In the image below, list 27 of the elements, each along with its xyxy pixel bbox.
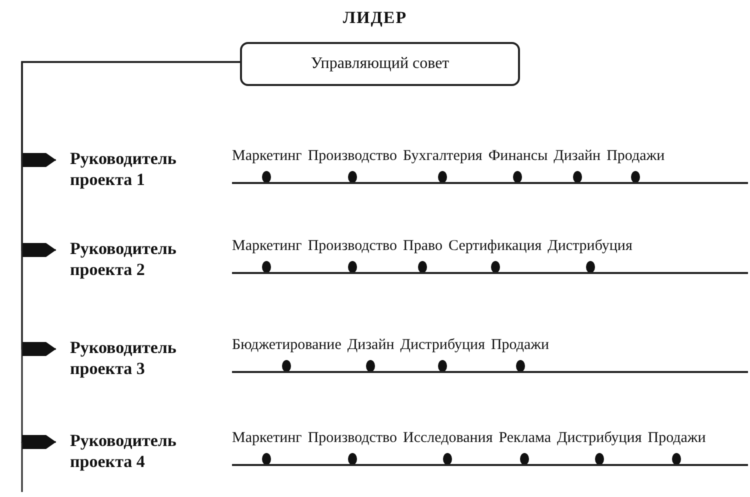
department-label: Продажи bbox=[490, 337, 550, 354]
department-label: Сертификация bbox=[448, 238, 542, 255]
department-label: Исследования bbox=[403, 430, 493, 447]
department-label: Продажи bbox=[606, 148, 665, 165]
manager-label: Руководитель проекта 1 bbox=[56, 148, 220, 190]
department-label: Дистрибуция bbox=[400, 337, 485, 354]
department-label: Дизайн bbox=[347, 337, 394, 354]
department-label: Производство bbox=[308, 148, 398, 165]
department-label: Маркетинг bbox=[232, 148, 302, 165]
department-label: Производство bbox=[308, 430, 398, 447]
department-label: Продажи bbox=[648, 430, 706, 447]
department-label: Право bbox=[403, 238, 442, 255]
department-label: Бухгалтерия bbox=[403, 148, 482, 165]
department-label: Дизайн bbox=[554, 148, 601, 165]
department-label: Дистрибуция bbox=[548, 238, 632, 255]
department-label: Дистрибуция bbox=[557, 430, 642, 447]
manager-label: Руководитель проекта 3 bbox=[56, 337, 220, 379]
manager-label: Руководитель проекта 2 bbox=[56, 238, 220, 280]
manager-label: Руководитель проекта 4 bbox=[56, 430, 220, 472]
department-label: Маркетинг bbox=[232, 430, 302, 447]
department-label: Реклама bbox=[498, 430, 552, 447]
diagram-title: ЛИДЕР bbox=[342, 8, 408, 28]
department-label: Маркетинг bbox=[232, 238, 302, 255]
board-box: Управляющий совет bbox=[240, 42, 520, 86]
department-label: Производство bbox=[308, 238, 398, 255]
department-label: Финансы bbox=[488, 148, 548, 165]
department-label: Бюджетирование bbox=[232, 337, 342, 354]
